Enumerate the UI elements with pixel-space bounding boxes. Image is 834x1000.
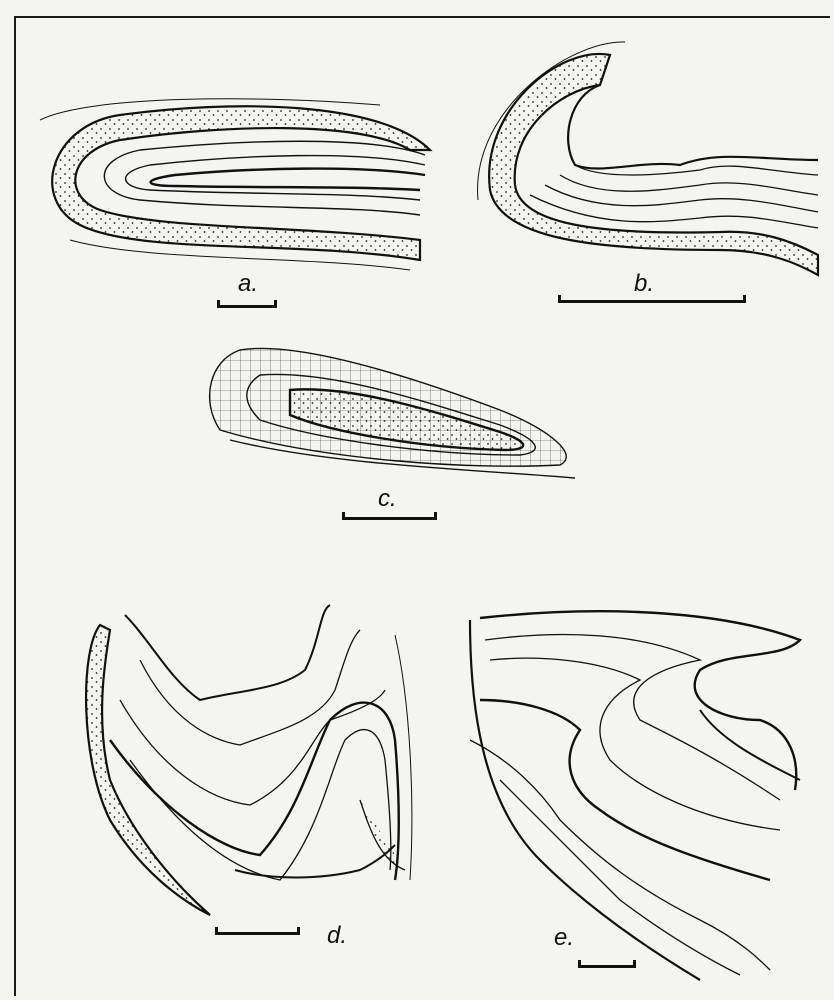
panel-label-d: d. (327, 922, 347, 950)
panel-label-e: e. (554, 924, 574, 952)
fold-drawing-e (470, 611, 800, 980)
scale-bar-e (578, 965, 636, 968)
scale-bar-a (217, 305, 277, 308)
fold-drawing-d (86, 605, 412, 915)
panel-label-a: a. (238, 270, 258, 298)
fold-drawing-b (478, 42, 818, 275)
scale-bar-d (215, 932, 300, 935)
scale-bar-c (342, 517, 437, 520)
fold-drawing-c (210, 348, 575, 478)
scale-bar-b (558, 300, 746, 303)
fold-drawing-a (40, 99, 430, 270)
panel-label-b: b. (634, 270, 654, 298)
panel-label-c: c. (378, 485, 397, 513)
